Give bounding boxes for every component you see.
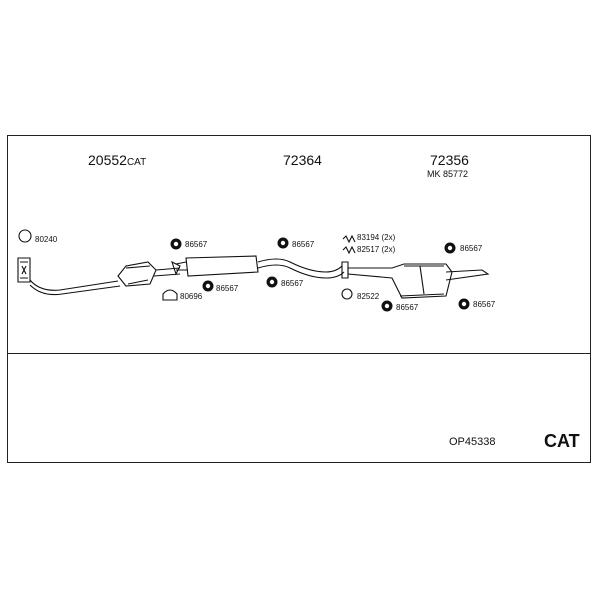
- middle-silencer-icon: [185, 255, 259, 277]
- label-86567: 86567: [281, 279, 304, 288]
- label-86567: 86567: [216, 284, 239, 293]
- set-code: OP45338: [449, 436, 496, 448]
- label-82522: 82522: [357, 292, 380, 301]
- label-80240: 80240: [35, 235, 58, 244]
- catalyst-number: 20552: [88, 152, 127, 168]
- manifold-flange-icon: [17, 257, 31, 283]
- label-83194: 83194 (2x): [357, 233, 396, 242]
- middle-silencer-part-number: 72364: [283, 152, 322, 168]
- cat-badge: CAT: [544, 431, 580, 451]
- diagram-divider: [7, 353, 591, 354]
- label-86567: 86567: [185, 240, 208, 249]
- label-86567: 86567: [396, 303, 419, 312]
- diagram-frame: [7, 135, 591, 463]
- label-86567: 86567: [460, 244, 483, 253]
- sealing-ring-icon: [341, 288, 353, 300]
- label-86567: 86567: [473, 300, 496, 309]
- catalyst-part-number: 20552CAT: [88, 153, 146, 168]
- mounting-kit-number: MK 85772: [427, 169, 469, 179]
- label-86567: 86567: [292, 240, 315, 249]
- rear-silencer-part-number: 72356: [430, 152, 469, 168]
- rear-silencer-icon: [347, 263, 453, 299]
- pipe-clamp-icon: [341, 261, 349, 279]
- clamp-icon: [162, 289, 178, 301]
- tail-pipe-icon: [445, 269, 490, 281]
- catalyst-suffix: CAT: [126, 157, 147, 168]
- gasket-ring-icon: [18, 229, 32, 243]
- label-82517: 82517 (2x): [357, 245, 396, 254]
- label-80696: 80696: [180, 292, 203, 301]
